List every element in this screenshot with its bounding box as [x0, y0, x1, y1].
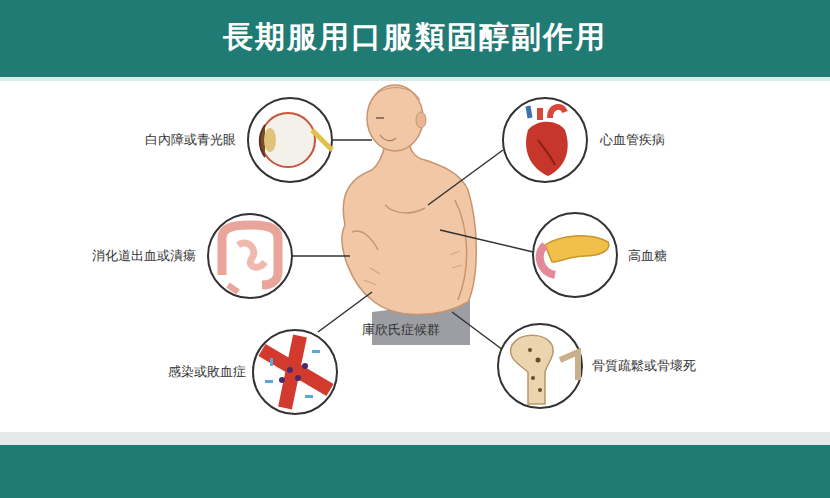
man-figure	[342, 85, 476, 345]
grey-strip	[0, 432, 830, 445]
side-effect-label: 感染或敗血症	[168, 364, 246, 380]
side-effect-label: 庫欣氏症候群	[362, 322, 440, 338]
bone-icon	[498, 324, 582, 408]
side-effect-label: 白內障或青光眼	[145, 132, 236, 148]
leader-lines	[292, 140, 533, 350]
bottom-bar	[0, 445, 830, 498]
title: 長期服用口服類固醇副作用	[223, 17, 607, 57]
side-effect-label: 高血糖	[628, 248, 667, 264]
intestine-icon	[208, 214, 292, 298]
pancreas-icon	[533, 213, 617, 297]
side-effect-label: 消化道出血或潰瘍	[92, 248, 196, 264]
title-bar	[0, 0, 830, 77]
heart-icon	[503, 98, 587, 182]
side-effect-label: 心血管疾病	[600, 132, 665, 148]
side-effect-label: 骨質疏鬆或骨壞死	[592, 358, 696, 374]
eye-icon	[248, 98, 332, 182]
blood-icon	[253, 330, 337, 414]
